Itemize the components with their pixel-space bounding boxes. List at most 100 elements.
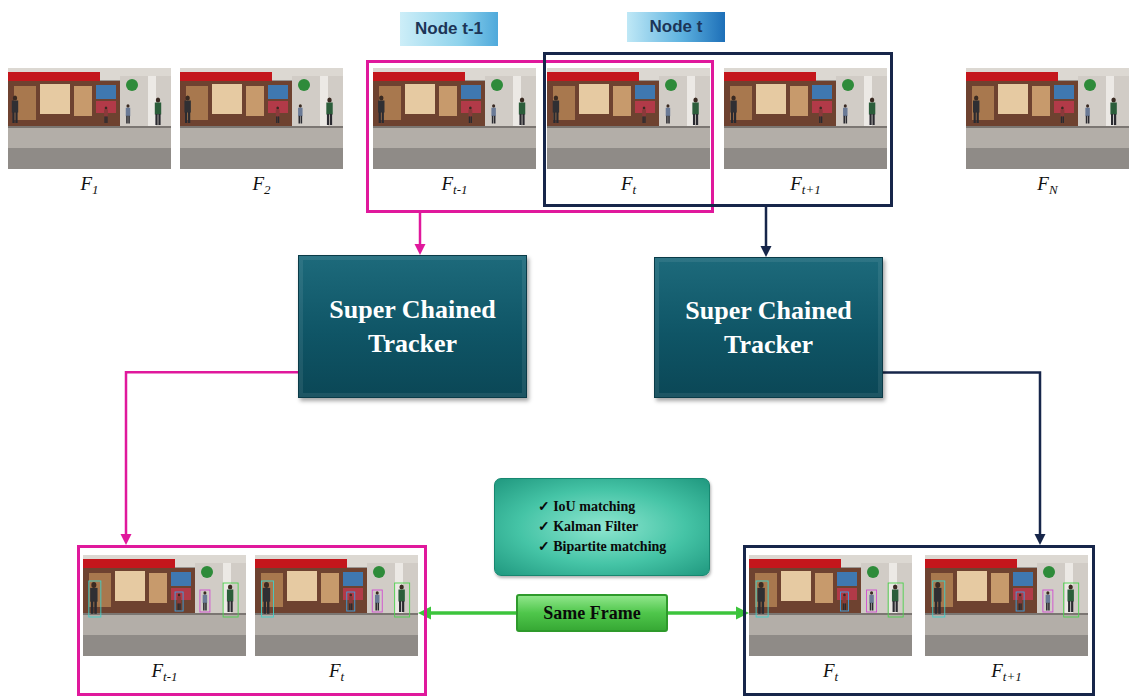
- store-logo: [373, 566, 385, 578]
- floor: [749, 613, 912, 656]
- person-head: [974, 95, 978, 100]
- frame-label: F2: [180, 173, 343, 195]
- person-head: [203, 591, 206, 595]
- person-leg: [974, 112, 976, 123]
- shop-sign: [255, 559, 347, 568]
- person-head: [893, 584, 897, 589]
- person-body: [666, 108, 670, 116]
- person-body: [519, 103, 525, 115]
- person-leg: [205, 603, 207, 611]
- person-body: [843, 597, 847, 604]
- detection-box: [1064, 583, 1079, 617]
- person-body: [276, 110, 280, 117]
- person-head: [156, 97, 160, 102]
- mall-corridor: [120, 76, 171, 128]
- person-head: [327, 97, 331, 102]
- shop-window: [321, 573, 339, 603]
- detection-box: [223, 583, 238, 617]
- person-body: [155, 103, 161, 115]
- person-head: [759, 582, 764, 588]
- person-head: [185, 95, 189, 100]
- person-head: [935, 582, 940, 588]
- floor-shade: [966, 148, 1129, 169]
- person-head: [13, 95, 17, 100]
- frame-index: 1: [92, 182, 99, 197]
- shop-window: [40, 84, 70, 114]
- store-logo: [665, 79, 677, 91]
- person-leg: [872, 114, 874, 125]
- result-pair-box: Ft-1Ft: [77, 545, 427, 696]
- person-body: [104, 110, 108, 117]
- mall-corridor: [485, 76, 536, 128]
- person-head: [276, 106, 279, 109]
- arrow-head: [415, 244, 426, 255]
- person-head: [1111, 97, 1115, 102]
- person-leg: [1071, 601, 1073, 612]
- person-body: [375, 595, 379, 603]
- person-leg: [519, 114, 521, 125]
- person-leg: [399, 601, 401, 612]
- floor-edge: [255, 613, 418, 615]
- arrow-head: [121, 534, 132, 545]
- frame-label: Ft+1: [724, 173, 887, 195]
- detection-box: [933, 581, 945, 617]
- person-leg: [158, 114, 160, 125]
- person-leg: [1020, 603, 1021, 610]
- tracker-label: Super Chained Tracker: [666, 294, 871, 362]
- person-body: [203, 595, 207, 603]
- connector: [761, 207, 772, 257]
- mall-corridor: [367, 563, 418, 615]
- frame-image: [749, 555, 912, 660]
- check-item: ✓ IoU matching: [538, 497, 636, 517]
- person-leg: [1111, 114, 1113, 125]
- display-screen: [171, 572, 191, 586]
- floor: [925, 613, 1088, 656]
- video-frame-photo: [547, 68, 710, 169]
- floor: [83, 613, 246, 656]
- frame-image: [83, 555, 246, 660]
- frame-image: [966, 68, 1129, 173]
- floor: [966, 126, 1129, 169]
- person-body: [843, 108, 847, 116]
- detection-box: [89, 581, 101, 617]
- frame-index: t: [632, 182, 636, 197]
- shop-sign: [724, 72, 816, 81]
- person-leg: [846, 116, 848, 124]
- person-leg: [642, 116, 643, 123]
- shop-interior: [255, 568, 367, 614]
- video-frame: F1: [8, 68, 171, 198]
- frame-label: Ft-1: [373, 173, 536, 195]
- person-leg: [301, 116, 303, 124]
- frame-image: [255, 555, 418, 660]
- frame-image: [547, 68, 710, 173]
- node-badge: Node t: [627, 12, 725, 42]
- video-frame: F2: [180, 68, 343, 198]
- person-leg: [494, 116, 496, 124]
- person-leg: [1046, 603, 1048, 611]
- person-leg: [644, 116, 645, 123]
- tracker-box: Super Chained Tracker: [298, 255, 527, 398]
- person-head: [299, 104, 302, 108]
- connector-line: [668, 611, 738, 615]
- connector: [121, 372, 299, 545]
- frame-ground: [749, 555, 912, 656]
- person-leg: [1068, 601, 1070, 612]
- person-body: [227, 590, 233, 602]
- frame-letter: F: [441, 173, 453, 194]
- floor-edge: [749, 613, 912, 615]
- person-body: [1110, 103, 1116, 115]
- frame-ground: [966, 68, 1129, 169]
- display-screen: [1013, 572, 1033, 586]
- shop-window: [212, 84, 242, 114]
- person-body: [468, 110, 472, 117]
- person-body: [12, 101, 18, 113]
- person-body: [973, 101, 979, 113]
- shop-window: [439, 86, 457, 116]
- floor-edge: [547, 126, 710, 128]
- person-leg: [1063, 116, 1064, 123]
- floor: [255, 613, 418, 656]
- shop-window: [287, 571, 317, 601]
- person-head: [1068, 584, 1072, 589]
- shop-window: [991, 573, 1009, 603]
